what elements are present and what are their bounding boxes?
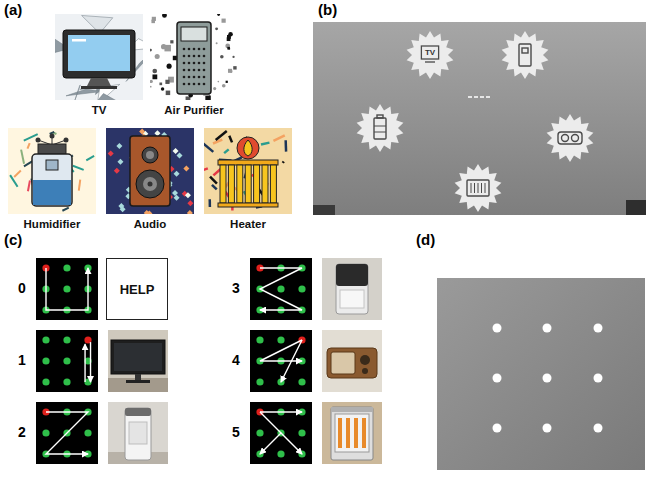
gesture-grid — [36, 402, 98, 464]
icon-picture — [55, 14, 143, 100]
gesture-grid — [36, 330, 98, 392]
photo-corner — [313, 205, 335, 215]
gesture-number: 0 — [18, 281, 26, 296]
device-photo — [322, 330, 382, 392]
device-name: Heater — [230, 218, 266, 231]
grid-dot — [42, 378, 49, 385]
grid-dot — [63, 378, 70, 385]
device-icon: Humidifier — [8, 128, 96, 232]
gesture-number: 5 — [232, 425, 240, 440]
star-icon — [357, 104, 404, 152]
tiny-mark — [474, 96, 478, 98]
gesture-arrow — [260, 411, 302, 412]
tiny-mark — [486, 96, 490, 98]
grid-dot — [63, 285, 70, 292]
projection-ground — [437, 278, 645, 470]
projected-dot — [543, 374, 552, 383]
panel-letter: (a) — [4, 2, 22, 19]
projected-dot — [594, 324, 603, 333]
device-icon: Heater — [204, 128, 292, 232]
device-photo — [322, 402, 382, 464]
gesture-arrow — [46, 268, 88, 310]
icon-picture — [150, 14, 238, 100]
grid-dot — [256, 336, 263, 343]
box-label: HELP — [120, 282, 155, 297]
photo-corner — [626, 200, 646, 215]
grid-dot — [42, 429, 49, 436]
gesture-arrow — [84, 344, 85, 382]
icon-picture — [8, 128, 96, 214]
gesture-number: 2 — [18, 425, 26, 440]
label-box: HELP — [106, 258, 168, 320]
grid-dot — [256, 429, 263, 436]
grid-dot — [63, 357, 70, 364]
gesture-arrow — [260, 340, 302, 361]
projected-dot — [594, 374, 603, 383]
star-icon: TV — [406, 31, 454, 79]
icon-text: TV — [425, 47, 435, 59]
gesture-arrow — [281, 433, 302, 454]
gesture-arrow — [90, 342, 91, 382]
gesture-number: 1 — [18, 353, 26, 368]
icon-picture — [204, 128, 292, 214]
panel-letter: (c) — [4, 232, 22, 249]
room-photo — [313, 22, 646, 215]
grid-dot — [277, 285, 284, 292]
device-photo — [108, 402, 168, 464]
grid-dot — [63, 336, 70, 343]
device-icon: Air Purifier — [150, 14, 238, 118]
gesture-arrow — [46, 412, 88, 454]
gesture-arrow — [260, 412, 281, 454]
projected-dot — [543, 424, 552, 433]
device-name: Audio — [134, 218, 167, 231]
gesture-grid — [36, 258, 98, 320]
dot-projection — [437, 278, 645, 470]
device-name: TV — [92, 104, 107, 117]
device-photo — [108, 330, 168, 392]
icon-picture — [106, 128, 194, 214]
star-icon — [455, 164, 502, 212]
grid-dot — [298, 285, 305, 292]
gesture-arrow — [260, 268, 302, 310]
grid-dot — [298, 429, 305, 436]
projected-dot — [493, 324, 502, 333]
grid-dot — [63, 264, 70, 271]
panel-letter: (d) — [416, 232, 435, 249]
gesture-grid — [250, 330, 312, 392]
panel-letter: (b) — [318, 2, 337, 19]
device-photo — [322, 258, 382, 320]
gesture-number: 3 — [232, 281, 240, 296]
grid-dot — [84, 429, 91, 436]
projected-dot — [493, 424, 502, 433]
projected-dot — [543, 324, 552, 333]
grid-dot — [256, 378, 263, 385]
projected-dot — [594, 424, 603, 433]
grid-dot — [42, 357, 49, 364]
gesture-number: 4 — [232, 353, 240, 368]
device-icon: TV — [55, 14, 143, 118]
star-icon — [502, 31, 549, 79]
device-name: Humidifier — [24, 218, 81, 231]
star-icon — [547, 114, 594, 162]
device-name: Air Purifier — [164, 104, 223, 117]
grid-dot — [277, 336, 284, 343]
gesture-arrow — [281, 340, 302, 382]
projected-dot — [493, 374, 502, 383]
grid-dot — [42, 336, 49, 343]
gesture-grid — [250, 258, 312, 320]
photo-ground — [313, 22, 646, 215]
gesture-grid — [250, 402, 312, 464]
tiny-mark — [468, 96, 472, 98]
grid-dot — [277, 450, 284, 457]
device-icon: Audio — [106, 128, 194, 232]
tiny-mark — [480, 96, 484, 98]
grid-dot — [298, 378, 305, 385]
